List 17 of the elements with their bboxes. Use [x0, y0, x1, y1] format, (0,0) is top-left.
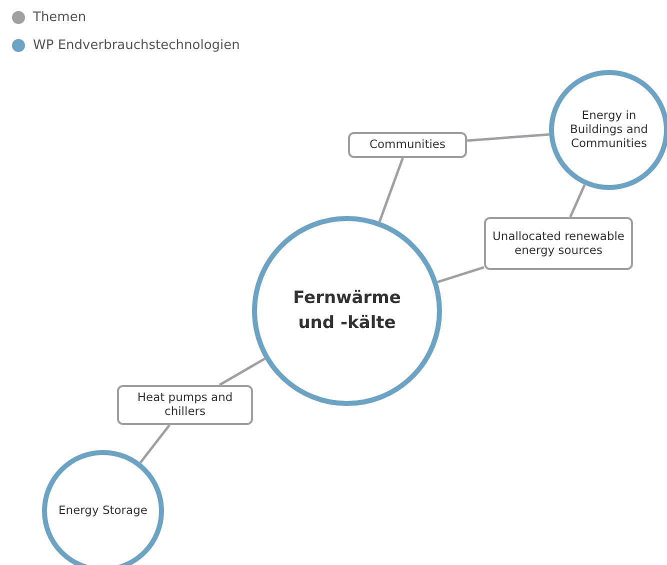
node-label: Energy Storage	[58, 504, 148, 518]
connector-line	[437, 266, 484, 284]
connector-line	[378, 158, 404, 222]
connector-line	[466, 133, 550, 142]
legend-label: Themen	[33, 10, 86, 25]
node-label: Energy in Buildings and Communities	[569, 109, 649, 151]
connector-line	[139, 424, 171, 464]
node-label: Heat pumps and chillers	[136, 391, 234, 419]
topic-box	[117, 385, 253, 425]
connector-line	[218, 358, 266, 386]
topic-box	[348, 132, 467, 158]
node-label: Fernwärme und -kälte	[292, 286, 402, 335]
connector-line	[569, 184, 586, 218]
node-label: Unallocated renewable energy sources	[491, 230, 626, 258]
legend-label: WP Endverbrauchstechnologien	[33, 38, 240, 53]
node-label: Communities	[368, 138, 446, 152]
topic-box	[484, 217, 633, 270]
